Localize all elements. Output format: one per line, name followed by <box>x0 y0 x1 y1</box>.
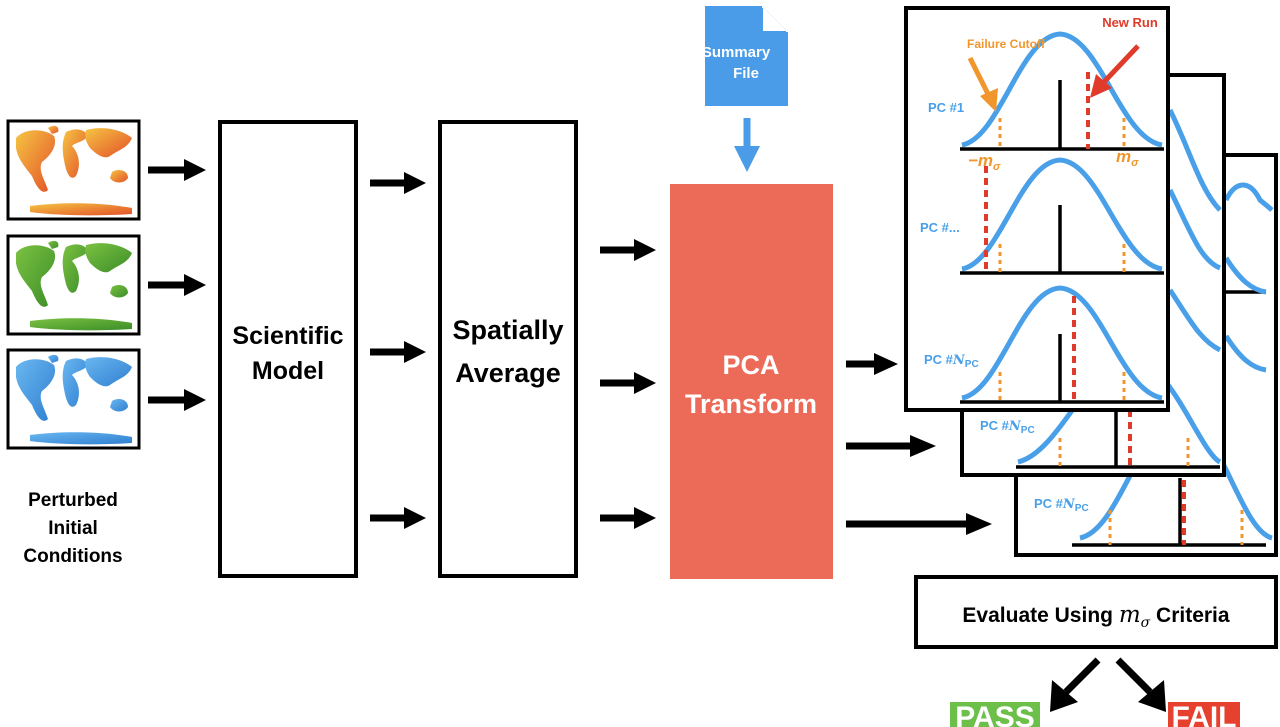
new-run-label: New Run <box>1102 15 1158 30</box>
evaluate-label: Evaluate Using mσ Criteria <box>962 602 1229 631</box>
m-sigma-label: mσ <box>1116 147 1139 169</box>
world-map-orange <box>6 119 141 221</box>
pc-n-label-back-2: PC #NPC <box>1034 496 1089 514</box>
arrows-average-to-pca <box>600 239 656 529</box>
arrows-pca-to-panels <box>846 353 992 535</box>
summary-file-label-line1: Summary <box>702 44 771 61</box>
summary-file-icon <box>705 6 788 106</box>
neg-m-sigma-label: −mσ <box>968 151 1001 173</box>
input-label-line1: Perturbed <box>28 490 118 511</box>
distribution-panel-front: PC #1 Failure Cutoff New Run −mσ mσ PC #… <box>904 6 1170 412</box>
summary-file-label-line2: File <box>733 65 759 82</box>
evaluate-criteria-box <box>914 575 1278 649</box>
world-map-green <box>6 234 141 336</box>
file-to-pca-arrow <box>734 118 760 172</box>
pca-label-line2: Transform <box>685 389 817 419</box>
pc1-distribution <box>960 31 1164 151</box>
arrows-model-to-average <box>370 172 426 529</box>
pca-label-line1: PCA <box>722 350 779 380</box>
input-label-line2: Initial <box>48 518 98 539</box>
pass-label: PASS <box>955 701 1034 727</box>
pc1-label: PC #1 <box>928 100 964 115</box>
model-label-line1: Scientific <box>232 322 343 350</box>
failure-cutoff-arrow <box>967 56 998 112</box>
fail-badge <box>1168 702 1240 727</box>
fail-label: FAIL <box>1172 701 1237 727</box>
pc-n-distribution <box>960 285 1164 404</box>
pc-n-label-back-1: PC #NPC <box>980 418 1035 436</box>
world-map-blue <box>6 348 141 450</box>
arrows-maps-to-model <box>148 159 206 411</box>
spatial-average-box <box>438 120 578 578</box>
scientific-model-box <box>218 120 358 578</box>
pca-transform-box <box>670 184 833 579</box>
average-label-line2: Average <box>455 358 561 388</box>
pc-n-label: PC #NPC <box>924 352 979 370</box>
average-label-line1: Spatially <box>452 315 563 345</box>
pc-mid-label: PC #... <box>920 220 960 235</box>
new-run-arrow <box>1090 44 1140 98</box>
pc-mid-distribution <box>960 157 1164 275</box>
input-label-line3: Conditions <box>23 546 122 567</box>
outcome-arrows <box>1050 657 1166 712</box>
failure-cutoff-label: Failure Cutoff <box>967 37 1046 51</box>
model-label-line2: Model <box>252 357 324 385</box>
pass-badge <box>950 702 1040 727</box>
